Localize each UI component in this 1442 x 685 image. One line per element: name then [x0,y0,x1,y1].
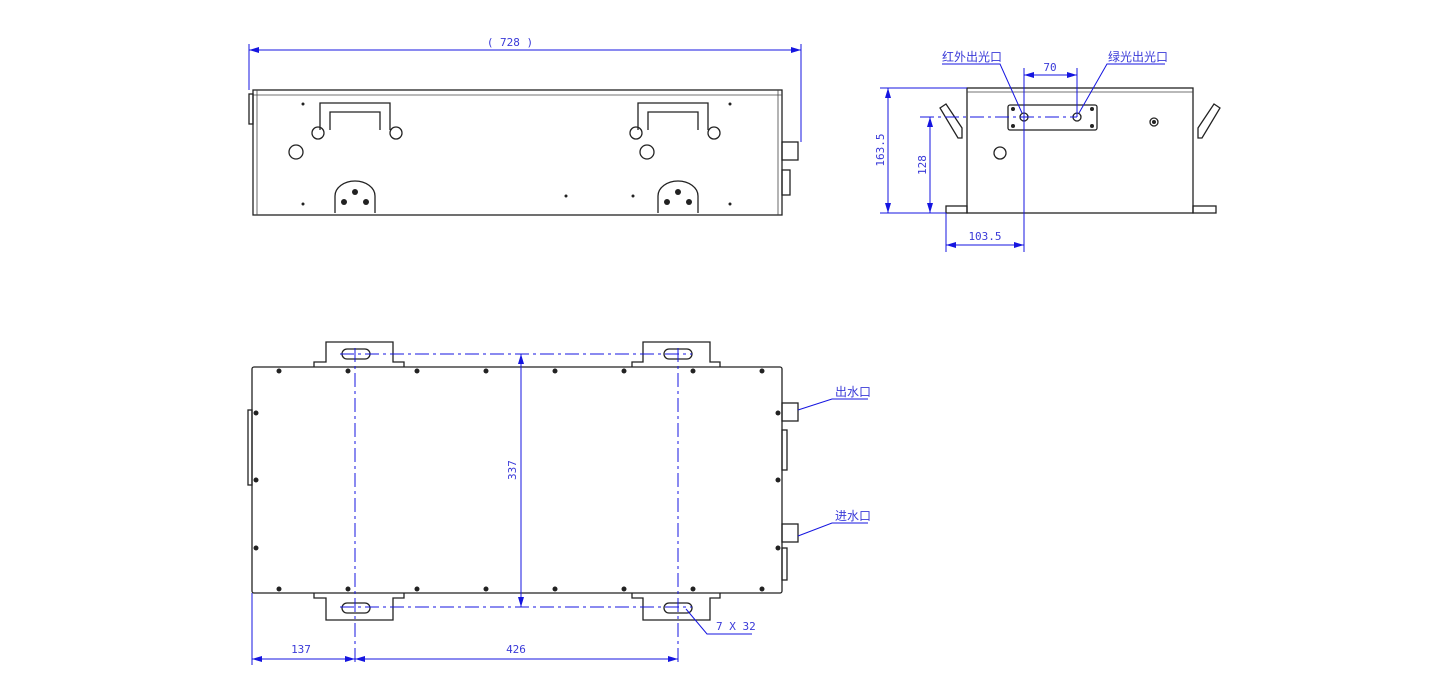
front-view: ( 728 ) [248,36,802,216]
top-view: 337 137 426 7 X 32 出水口 进水口 [247,341,871,665]
handle-left [311,102,403,140]
water-outlet-label: 出水口 [835,385,871,399]
beam-height-dimension: 128 [916,155,929,175]
side-view: 163.5 128 70 103.5 红外出光口 绿光出光口 [874,49,1221,252]
height-total-dimension: 163.5 [874,133,887,166]
slot-size-label: 7 X 32 [716,620,756,633]
ir-output-label: 红外出光口 [942,49,1002,64]
hole-offset-dimension: 137 [291,643,311,656]
beam-offset-dimension: 103.5 [968,230,1001,243]
mounting-bracket [313,341,721,621]
green-output-label: 绿光出光口 [1108,49,1168,64]
hole-spacing-dimension: 426 [506,643,526,656]
edge-bolts [253,368,781,592]
depth-dimension: 337 [506,460,519,480]
water-inlet-label: 进水口 [835,509,871,523]
overall-length-dimension: ( 728 ) [487,36,533,49]
handle-right [629,102,721,140]
beam-spacing-dimension: 70 [1043,61,1056,74]
